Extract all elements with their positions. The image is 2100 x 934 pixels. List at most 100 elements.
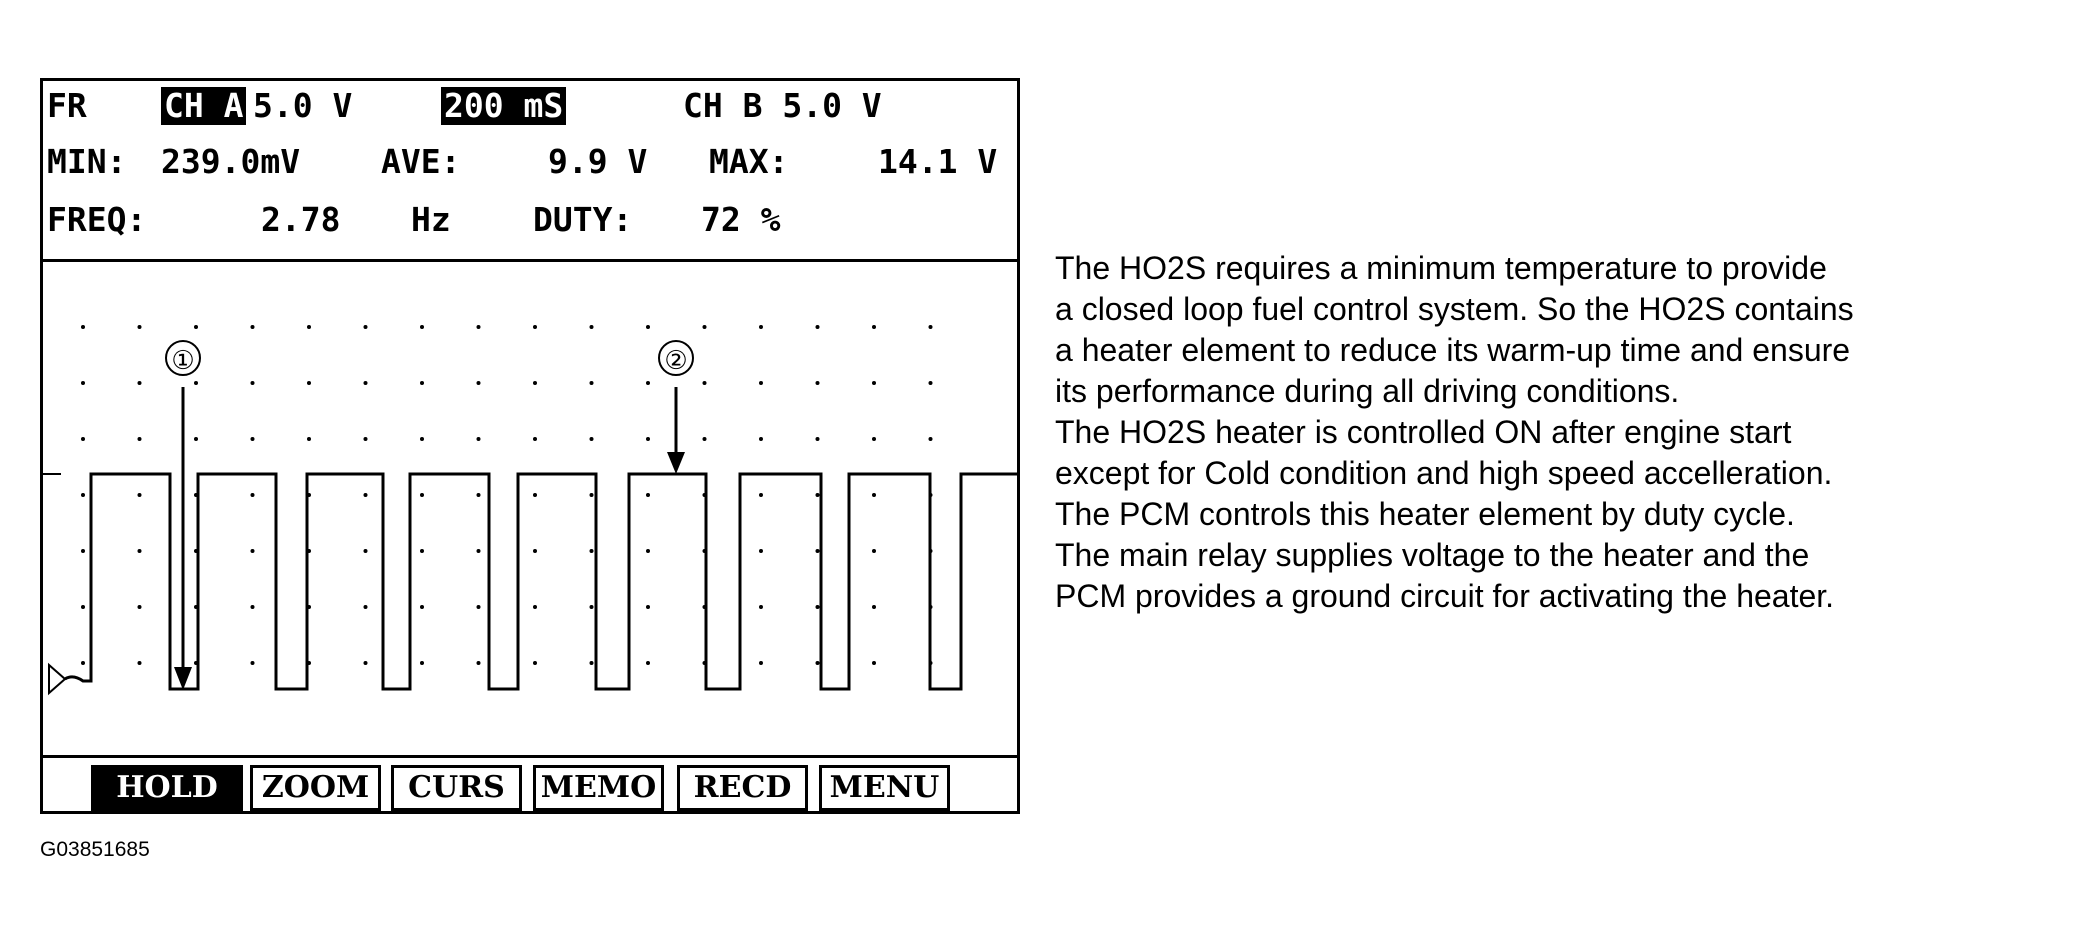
description-line: The PCM controls this heater element by … [1055,496,1795,532]
ave-label: AVE: [381,142,461,181]
graticule-dot [759,325,763,329]
graticule-dot [646,325,650,329]
graticule-dot [872,325,876,329]
graticule-dot [589,437,594,441]
graticule-dot [250,549,255,553]
max-label: MAX: [709,142,789,181]
graticule-dot [307,437,311,441]
min-value: 239.0mV [161,142,301,181]
graticule-dot [194,381,198,385]
graticule-dot [194,437,198,441]
graticule-dot [589,493,594,497]
graticule-dot [137,381,142,385]
marker-2-arrow [667,387,685,474]
graticule-dot [533,605,537,609]
graticule-dot [194,325,198,329]
graticule-dot [137,549,142,553]
ave-value: 9.9 V [548,142,648,181]
graticule-dot [420,437,424,441]
zoom-softkey[interactable]: ZOOM [250,765,381,811]
graticule-dot [646,661,650,665]
cursor-softkey[interactable]: CURS [391,765,522,811]
description-line: its performance during all driving condi… [1055,373,1680,409]
graticule-dot [137,437,142,441]
graticule-dot [363,661,368,665]
graticule-dot [646,437,650,441]
timebase-label: 200 mS [441,87,567,125]
duty-value: 72 % [701,200,781,239]
graticule-dot [533,325,537,329]
graticule-dot [250,437,255,441]
graticule-dot [589,325,594,329]
ground-reference-marker [48,662,67,696]
graticule-dot [872,437,876,441]
graticule-dot [81,437,85,441]
graticule-dot [533,549,537,553]
graticule-dot [363,605,368,609]
channel-b-label: CH B 5.0 V [683,86,882,125]
record-softkey[interactable]: RECD [677,765,808,811]
graticule-dot [420,381,424,385]
graticule-dot [759,437,763,441]
graticule-dot [815,325,820,329]
softkeys-divider [43,755,1017,758]
graticule-dot [702,437,707,441]
graticule-dot [476,437,481,441]
graticule-dot [250,325,255,329]
graticule-dot [928,325,933,329]
marker-1-circle [165,340,201,376]
description-line: except for Cold condition and high speed… [1055,455,1833,491]
graticule-dot [815,437,820,441]
graticule-dot [872,605,876,609]
channel-a-scale: 5.0 V [253,86,353,125]
graticule-dot [646,605,650,609]
min-label: MIN: [47,142,127,181]
scope-header-row: FR CH A 5.0 V 200 mS CH B 5.0 V [43,81,1017,131]
graticule-dot [872,661,876,665]
graticule-dot [815,381,820,385]
graticule-dot [81,605,85,609]
graticule-dot [815,493,820,497]
graticule-dot [250,661,255,665]
description-line: The main relay supplies voltage to the h… [1055,537,1810,573]
graticule-dot [363,493,368,497]
freq-unit: Hz [411,200,451,239]
graticule-dot [363,437,368,441]
graticule-dot [815,661,820,665]
graticule-dot [137,325,142,329]
graticule-dot [81,381,85,385]
max-value: 14.1 V [878,142,998,181]
freq-label: FREQ: [47,200,147,239]
graticule-dot [759,605,763,609]
description-line: a closed loop fuel control system. So th… [1055,291,1854,327]
duty-label: DUTY: [533,200,633,239]
graticule-dot [815,549,820,553]
graticule-dot [250,493,255,497]
marker-2-circle [658,340,694,376]
graticule-dot [533,493,537,497]
graticule-dot [702,325,707,329]
graticule-dot [420,549,424,553]
hold-softkey[interactable]: HOLD [91,765,243,811]
graticule-dot [533,381,537,385]
graticule-dot [759,661,763,665]
description-text: The HO2S requires a minimum temperature … [1055,248,2085,617]
graticule-dot [476,605,481,609]
mode-label: FR [47,86,87,125]
menu-softkey[interactable]: MENU [819,765,950,811]
description-line: PCM provides a ground circuit for activa… [1055,578,1835,614]
marker-1-arrow [174,387,192,690]
waveform-display: ① ② [43,325,1017,696]
duty-cycle-waveform [64,472,1017,691]
graticule-dot [646,493,650,497]
graticule-dot [759,493,763,497]
description-line: The HO2S heater is controlled ON after e… [1055,414,1792,450]
memo-softkey[interactable]: MEMO [533,765,664,811]
marker-2-label: ② [664,346,687,376]
graticule-dot [928,437,933,441]
graticule-dot [137,661,142,665]
channel-a-label: CH A [161,87,247,125]
graticule-dot [928,381,933,385]
graticule-dot [589,661,594,665]
graticule-dot [250,605,255,609]
